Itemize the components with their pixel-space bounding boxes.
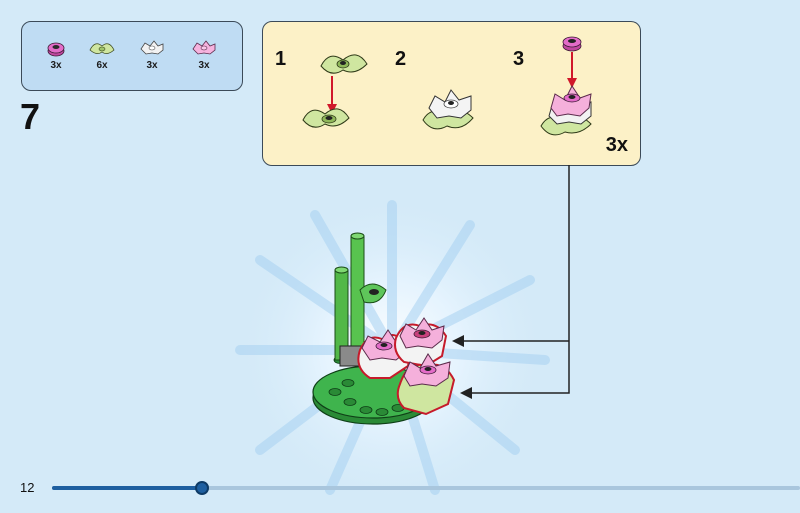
part-pink-flower-plate: 3x xyxy=(184,38,224,82)
callout-arrow-lower xyxy=(460,387,472,399)
part-qty: 3x xyxy=(198,60,210,71)
parts-list-box: 3x 6x 3x 3x xyxy=(21,21,243,91)
part-qty: 3x xyxy=(50,60,62,71)
part-qty: 3x xyxy=(146,60,158,71)
substep-3-number: 3 xyxy=(513,48,525,70)
bamboo-stems xyxy=(334,232,387,367)
subassembly-box: 1 2 3 3x xyxy=(262,21,641,166)
substep-3-illustration xyxy=(540,36,592,136)
page-number: 12 xyxy=(20,480,35,495)
white-flower-plate-icon xyxy=(140,40,164,55)
progress-fill xyxy=(52,486,202,490)
progress-knob[interactable] xyxy=(194,481,209,495)
step-number: 7 xyxy=(20,96,41,137)
progress-bar xyxy=(52,481,800,495)
subassembly-illustration xyxy=(302,36,592,136)
substep-2-illustration xyxy=(422,89,474,130)
leaf-plate-icon xyxy=(89,43,115,54)
substep-1-illustration xyxy=(302,54,368,128)
part-leaf-plate: 6x xyxy=(82,38,122,82)
substep-2-number: 2 xyxy=(395,48,407,70)
callout-arrow-upper xyxy=(452,335,464,347)
substep-1-number: 1 xyxy=(275,48,287,70)
subassembly-multiplier: 3x xyxy=(605,134,628,156)
part-white-flower-plate: 3x xyxy=(132,38,172,82)
pink-flower-plate-icon xyxy=(192,40,216,55)
part-pink-round-plate: 3x xyxy=(36,38,76,82)
part-qty: 6x xyxy=(96,60,108,71)
highlighted-flowers xyxy=(357,317,456,416)
callout-connector xyxy=(452,165,570,399)
pink-round-plate-icon xyxy=(47,42,65,57)
